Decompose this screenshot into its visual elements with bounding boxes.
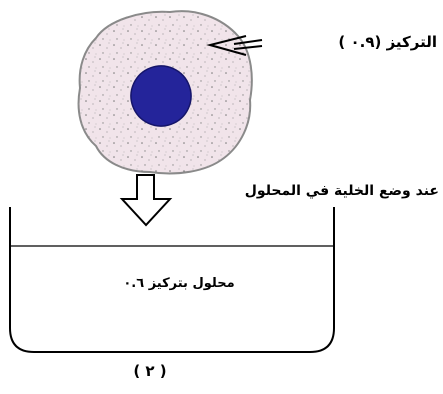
arrow-caption: عند وضع الخلية في المحلول — [244, 183, 439, 199]
cell — [77, 10, 253, 175]
cell-concentration-label: التركيز (۰.۹ ) — [338, 33, 437, 51]
beaker-outline — [9, 207, 335, 353]
solution-label: محلول بتركيز ۰.٦ — [123, 276, 235, 291]
beaker — [9, 207, 335, 353]
nucleus — [130, 65, 192, 127]
down-arrow-icon — [119, 174, 173, 227]
pointer-arrow — [206, 35, 263, 56]
figure-number: ( ٢ ) — [133, 362, 167, 380]
